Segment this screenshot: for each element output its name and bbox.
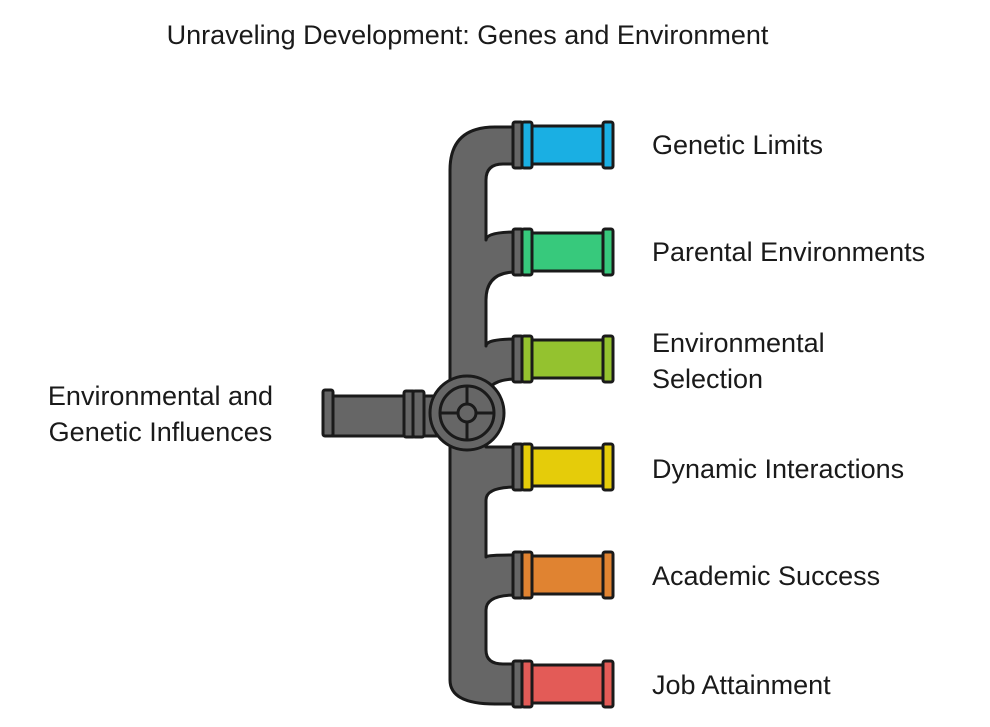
source-flanges	[321, 388, 426, 439]
valve-icon	[428, 374, 506, 452]
outlet-pipes	[511, 120, 615, 709]
outlet-label-text: Job Attainment	[652, 670, 831, 700]
outlet-pipe-genetic-limits	[511, 120, 615, 170]
outlet-pipe-job-attainment	[511, 659, 615, 709]
outlet-pipe-environmental-selection	[511, 334, 615, 384]
diagram-title: Unraveling Development: Genes and Enviro…	[166, 20, 769, 50]
outlet-pipe-parental-environments	[511, 227, 615, 277]
outlet-label-job-attainment: Job Attainment	[652, 667, 831, 703]
outlet-label-text: Genetic Limits	[652, 130, 824, 160]
source-label: Environmental and Genetic Influences	[18, 378, 303, 450]
outlet-label-text-line2: Selection	[652, 364, 764, 394]
outlet-label-parental-environments: Parental Environments	[652, 234, 925, 270]
outlet-label-text: Academic Success	[652, 561, 881, 591]
source-label-line2: Genetic Influences	[48, 417, 273, 447]
source-label-line1: Environmental and	[47, 381, 274, 411]
outlet-pipe-academic-success	[511, 550, 615, 600]
outlet-label-environmental-selection: Environmental Selection	[652, 325, 825, 397]
outlet-label-text: Parental Environments	[652, 237, 926, 267]
outlet-label-dynamic-interactions: Dynamic Interactions	[652, 451, 904, 487]
outlet-label-text: Environmental	[652, 328, 825, 358]
outlet-label-academic-success: Academic Success	[652, 558, 880, 594]
outlet-pipe-dynamic-interactions	[511, 442, 615, 492]
outlet-label-genetic-limits: Genetic Limits	[652, 127, 823, 163]
outlet-label-text: Dynamic Interactions	[652, 454, 905, 484]
